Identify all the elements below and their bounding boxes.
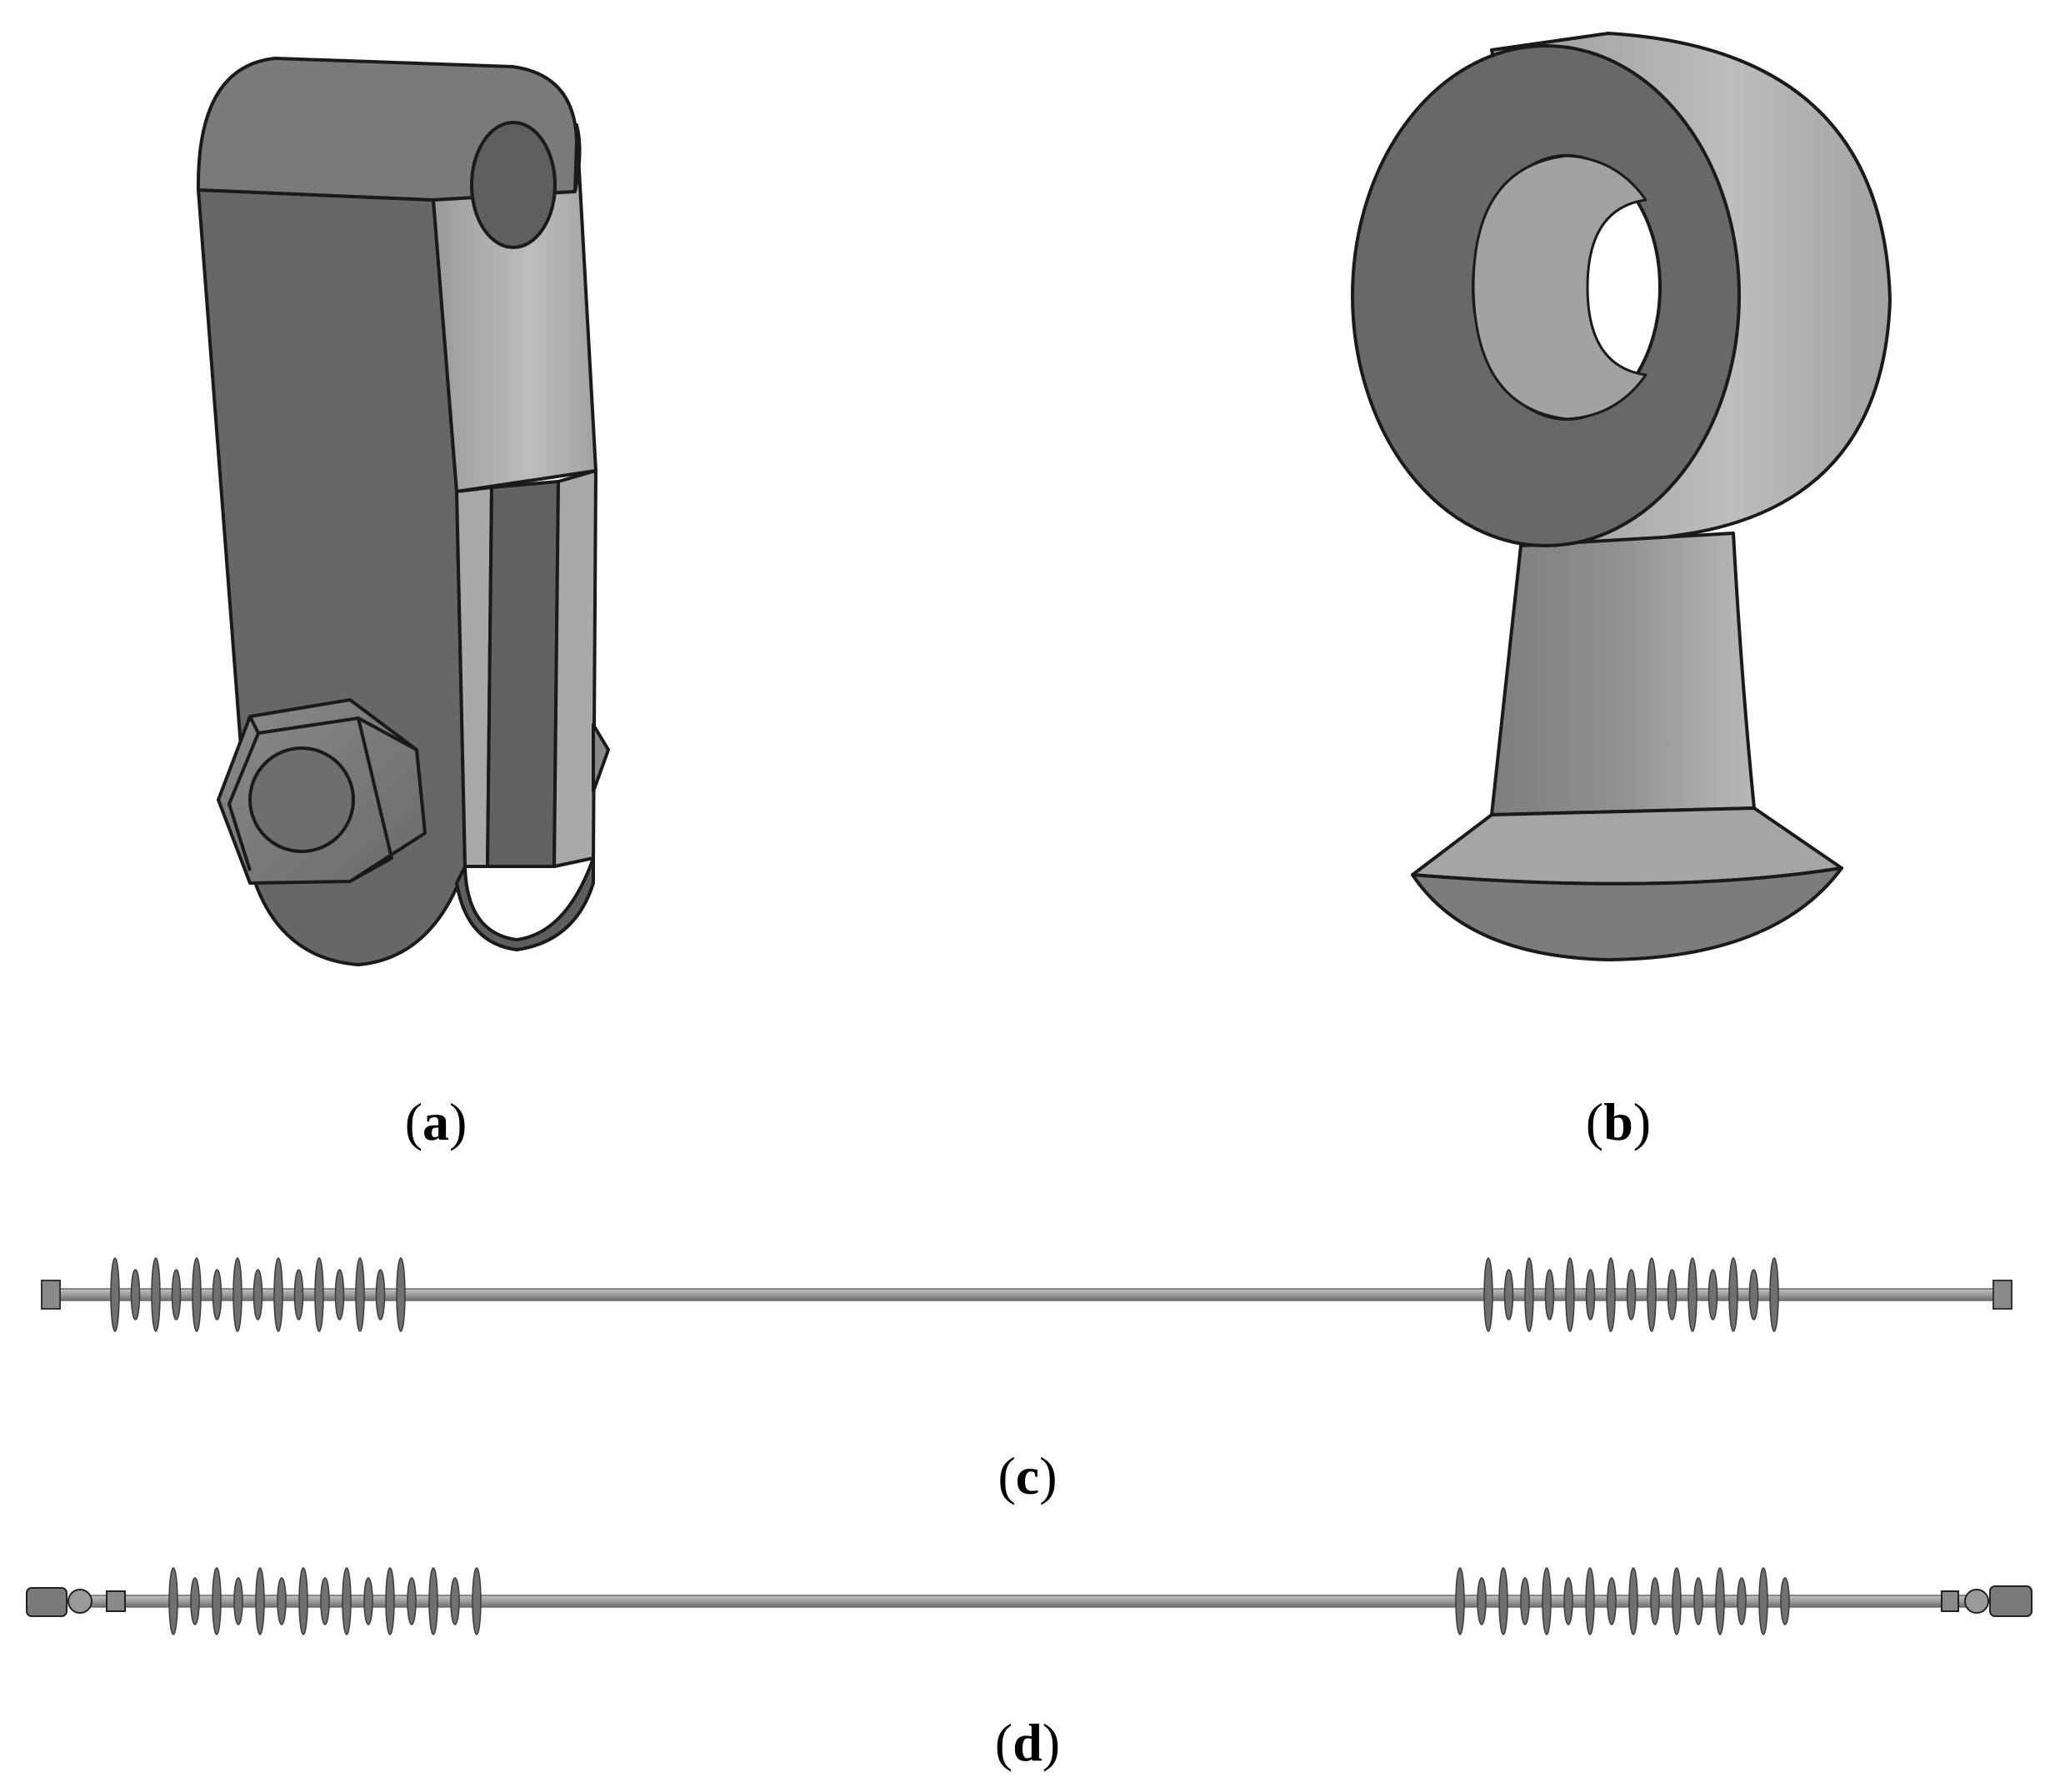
hex-nut-edge-3	[228, 732, 260, 871]
insulator-d-shed	[1563, 1577, 1573, 1625]
hex-nut-bolt-end	[248, 746, 355, 853]
insulator-d-shed	[1780, 1577, 1790, 1625]
insulator-d-end-fitting-right	[1941, 1585, 2032, 1617]
clevis-slot	[486, 480, 560, 868]
insulator-d-shed	[1737, 1577, 1747, 1625]
panel-a-clevis-fitting	[196, 57, 610, 966]
insulator-c-shed	[1585, 1269, 1596, 1320]
insulator-d-shed	[255, 1567, 265, 1635]
caption-a: (a)	[404, 1092, 468, 1151]
insulator-c-end-fitting-left	[41, 1280, 61, 1310]
insulator-c-shed	[1626, 1269, 1637, 1320]
insulator-d-shed	[385, 1567, 395, 1635]
insulator-d-shed	[450, 1577, 460, 1625]
insulator-d-shed	[190, 1577, 200, 1625]
caption-d: (d)	[994, 1713, 1061, 1772]
caption-c: (c)	[998, 1446, 1058, 1505]
insulator-c-end-fitting-right	[1992, 1280, 2012, 1310]
insulator-d-shed	[472, 1567, 482, 1635]
insulator-c-shed	[293, 1269, 304, 1320]
insulator-d-shed	[363, 1577, 373, 1625]
clevis-pin-hole	[470, 121, 557, 249]
insulator-c-shed	[192, 1257, 202, 1332]
clevis-pin-end	[592, 723, 610, 793]
insulator-c-shed	[171, 1269, 182, 1320]
insulator-d-shed	[298, 1567, 308, 1635]
insulator-d-shed	[320, 1577, 330, 1625]
insulator-c-shed	[273, 1257, 283, 1332]
insulator-c-sheds-left	[110, 1257, 406, 1332]
hex-nut-edge-1	[248, 716, 418, 751]
insulator-c-shed	[1688, 1257, 1698, 1332]
insulator-c-shed	[1748, 1269, 1759, 1320]
insulator-c-shed	[1565, 1257, 1575, 1332]
insulator-d-shed	[1758, 1567, 1768, 1635]
panel-b-eye-ball-fitting	[1351, 32, 1892, 961]
insulator-c-shed	[232, 1257, 242, 1332]
insulator-d-shed	[428, 1567, 438, 1635]
insulator-c-shed	[1769, 1257, 1779, 1332]
insulator-d-end-fitting-left	[26, 1587, 126, 1617]
insulator-d-shed	[1477, 1577, 1487, 1625]
insulator-c-shed	[375, 1269, 386, 1320]
insulator-d-shed	[168, 1567, 178, 1635]
insulator-d-shed	[277, 1577, 287, 1625]
insulator-d-shed	[1672, 1567, 1682, 1635]
insulator-c-shed	[1728, 1257, 1738, 1332]
insulator-c-shed	[1524, 1257, 1534, 1332]
insulator-c-shed	[212, 1269, 222, 1320]
insulator-c-shed	[314, 1257, 324, 1332]
ball-dome	[1411, 866, 1843, 961]
insulator-c-sheds-right	[1483, 1257, 1779, 1332]
clevis-side-face	[432, 123, 598, 493]
insulator-d-shed	[407, 1577, 417, 1625]
insulator-d-shed	[1498, 1567, 1508, 1635]
insulator-c-shed	[1667, 1269, 1678, 1320]
insulator-d-shed	[1455, 1567, 1465, 1635]
insulator-c-shed	[334, 1269, 345, 1320]
eye-ring-hole-inner-wall	[1472, 154, 1648, 421]
insulator-c-shed	[252, 1269, 263, 1320]
insulator-d-sheds-left	[168, 1567, 482, 1635]
insulator-c-shed	[1647, 1257, 1657, 1332]
insulator-d-shed	[1693, 1577, 1703, 1625]
insulator-d-shed	[1607, 1577, 1617, 1625]
insulator-c-shed	[110, 1257, 120, 1332]
insulator-d-shed	[1520, 1577, 1530, 1625]
panel-c-insulator	[41, 1257, 2012, 1332]
caption-b: (b)	[1585, 1092, 1652, 1151]
insulator-c-shed	[396, 1257, 406, 1332]
clevis-bottom-round	[455, 856, 595, 951]
hex-nut-edge-2	[349, 717, 393, 883]
insulator-c-shed	[1544, 1269, 1555, 1320]
insulator-c-shed	[355, 1257, 365, 1332]
ball-neck	[1490, 532, 1756, 816]
insulator-d-shed	[1585, 1567, 1595, 1635]
insulator-d-shed	[1542, 1567, 1552, 1635]
insulator-d-shed	[212, 1567, 222, 1635]
insulator-d-shed	[1715, 1567, 1725, 1635]
insulator-c-shed	[130, 1269, 141, 1320]
insulator-c-shed	[1503, 1269, 1514, 1320]
ball-flange-top	[1411, 806, 1843, 886]
insulator-d-shed	[1650, 1577, 1660, 1625]
insulator-d-sheds-right	[1455, 1567, 1790, 1635]
clevis-prong-right	[552, 469, 598, 868]
insulator-c-shed	[1483, 1257, 1493, 1332]
insulator-d-shed	[233, 1577, 243, 1625]
insulator-d-shed	[1628, 1567, 1638, 1635]
insulator-c-shed	[151, 1257, 161, 1332]
insulator-d-shed	[342, 1567, 352, 1635]
insulator-c-shed	[1708, 1269, 1718, 1320]
insulator-c-shed	[1606, 1257, 1616, 1332]
panel-d-insulator	[26, 1567, 2032, 1635]
